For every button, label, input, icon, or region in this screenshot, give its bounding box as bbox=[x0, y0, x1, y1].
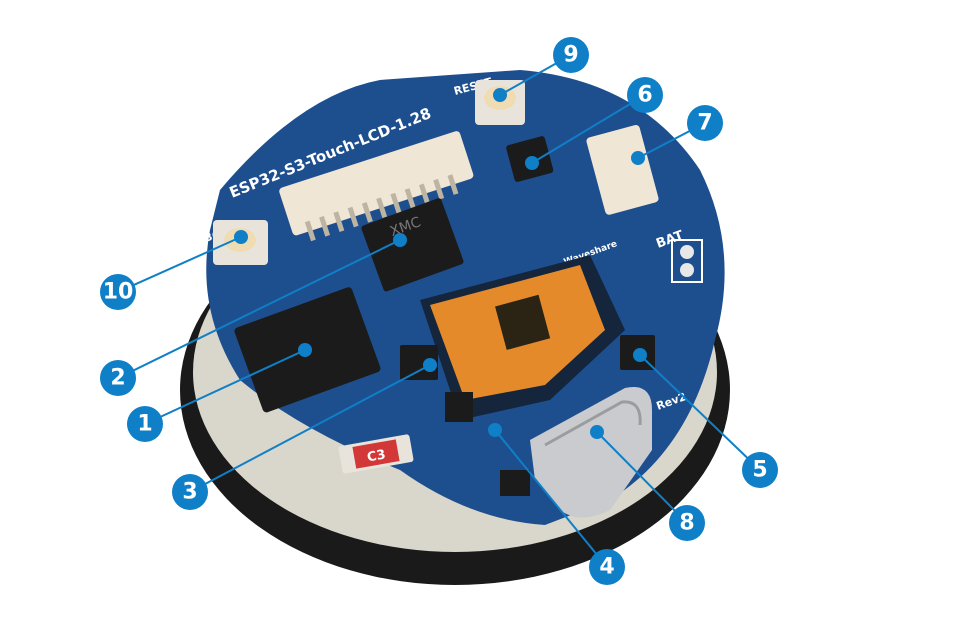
callout-dots bbox=[234, 88, 647, 439]
svg-text:9: 9 bbox=[563, 43, 578, 68]
usb-c-port bbox=[530, 386, 652, 518]
callout-line-1 bbox=[144, 349, 306, 425]
reverse-protection bbox=[500, 470, 530, 496]
svg-text:6: 6 bbox=[637, 83, 652, 108]
svg-text:2: 2 bbox=[110, 366, 125, 391]
callout-4: 4 bbox=[589, 549, 625, 585]
diode bbox=[445, 392, 473, 422]
callout-line-10 bbox=[117, 236, 242, 293]
battery-pads bbox=[671, 239, 703, 283]
callout-line-6 bbox=[531, 94, 646, 164]
svg-text:8: 8 bbox=[679, 511, 694, 536]
svg-text:1: 1 bbox=[137, 412, 152, 437]
callout-line-4 bbox=[494, 429, 608, 568]
callout-6: 6 bbox=[627, 77, 663, 113]
callout-line-3 bbox=[189, 364, 431, 493]
flash-chip: XMC bbox=[361, 198, 464, 292]
callout-line-8 bbox=[596, 431, 688, 524]
callout-line-5 bbox=[639, 354, 761, 471]
antenna-label: C3 bbox=[366, 447, 387, 465]
callout-10: 10 bbox=[100, 274, 136, 310]
svg-text:10: 10 bbox=[103, 280, 134, 305]
callout-8: 8 bbox=[669, 505, 705, 541]
fpc-connector bbox=[279, 131, 474, 242]
reset-button bbox=[475, 80, 525, 125]
svg-text:7: 7 bbox=[697, 111, 712, 136]
callout-9: 9 bbox=[553, 37, 589, 73]
callout-line-2 bbox=[117, 239, 401, 379]
svg-text:5: 5 bbox=[752, 458, 767, 483]
battery-connector bbox=[586, 125, 659, 215]
touch-controller bbox=[495, 294, 551, 350]
callout-5: 5 bbox=[742, 452, 778, 488]
callout-7: 7 bbox=[687, 105, 723, 141]
callout-lines bbox=[117, 54, 761, 568]
svg-text:4: 4 bbox=[599, 555, 614, 580]
callout-1: 1 bbox=[127, 406, 163, 442]
callout-3: 3 bbox=[172, 474, 208, 510]
svg-text:3: 3 bbox=[182, 480, 197, 505]
callout-2: 2 bbox=[100, 360, 136, 396]
ceramic-antenna: C3 bbox=[338, 434, 414, 474]
